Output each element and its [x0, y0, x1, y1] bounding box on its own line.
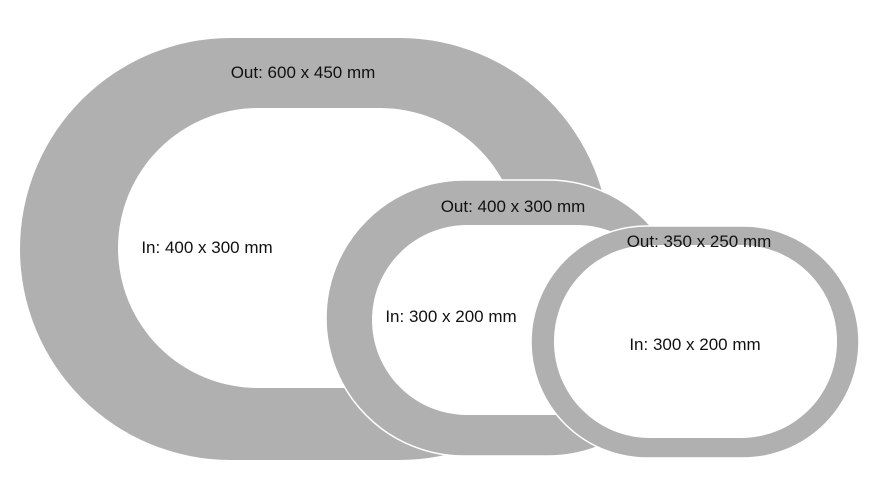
gasket-small: Out: 350 x 250 mm In: 300 x 200 mm [530, 225, 860, 459]
gasket-small-inner-label: In: 300 x 200 mm [629, 335, 760, 354]
gasket-large-inner-label: In: 400 x 300 mm [141, 238, 272, 257]
gasket-small-outer-label: Out: 350 x 250 mm [627, 232, 772, 251]
gasket-medium-inner-label: In: 300 x 200 mm [385, 307, 516, 326]
gasket-large-outer-label: Out: 600 x 450 mm [231, 63, 376, 82]
gasket-small-inner [554, 245, 837, 438]
gasket-medium-outer-label: Out: 400 x 300 mm [441, 197, 586, 216]
